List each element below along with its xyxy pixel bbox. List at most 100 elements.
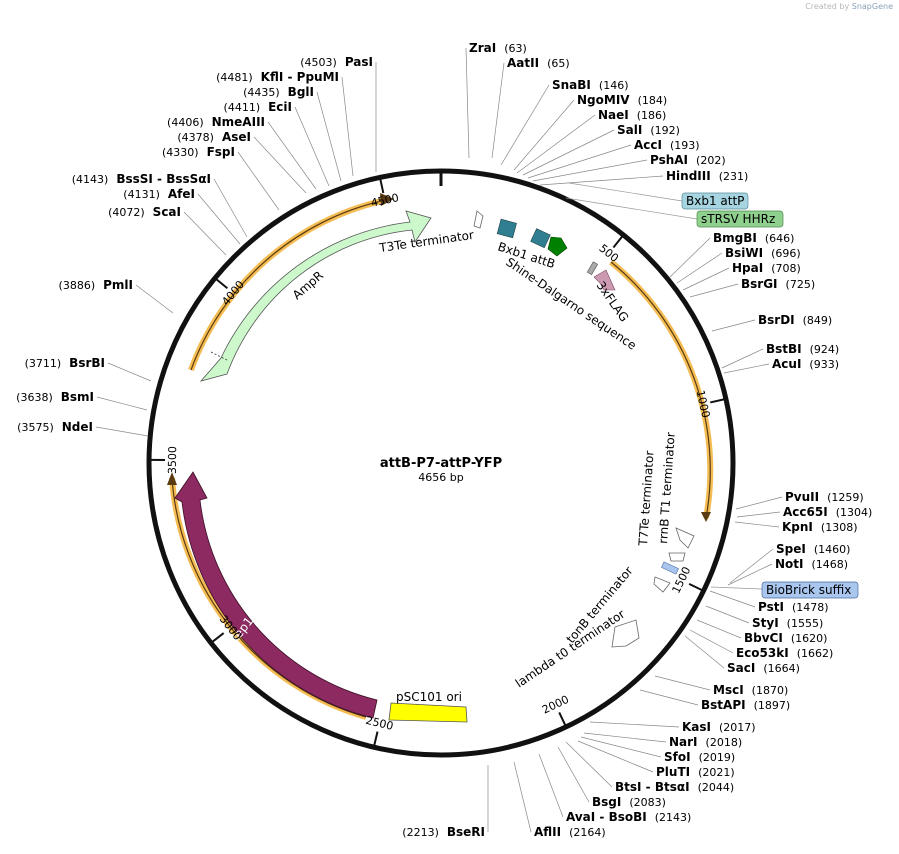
site-name-saci: SacI [727,661,755,675]
site-pshai: PshAI(202) [650,153,726,167]
site-name-bsmi: BsmI [61,390,94,404]
site-leader-snabi [500,84,550,166]
site-name-msci: MscI [713,683,744,697]
site-leader-ecii [294,106,330,187]
site-pos-bgli: (4435) [243,86,280,99]
site-spei: SpeI (1460) [776,542,850,556]
credit-prefix: Created by [805,2,850,11]
strsv-hhrz-text: sTRSV HHRz [701,212,775,226]
snapgene-credit: Created by SnapGene [805,2,893,11]
site-pos-sali: (192) [650,124,680,137]
tick-1000 [710,398,725,404]
site-name-pasi: PasI [345,55,373,69]
site-leader-bmgbi [669,237,711,278]
tick-1500 [688,583,703,591]
site-name-acci: AccI [634,138,662,152]
site-pos-bbvci: (1620) [791,632,828,645]
site-name-bsiwi: BsiWI [725,246,763,260]
site-pos-nari: (2018) [706,736,743,749]
highlight-arrowhead-right [701,512,711,522]
site-pos-bsrbi: (3711) [25,357,62,370]
tick-label-4500: 4500 [370,191,400,210]
site-name-pmli: PmlI [103,278,133,292]
site-name-bseri: BseRI [447,825,485,839]
site-pos-bsssi-bsss-i: (4143) [72,173,109,186]
site-name-bgli: BglI [288,85,314,99]
site-afei: AfeI(4131) [123,187,195,201]
t7te-label: T7Te terminator [636,450,657,547]
site-pos-spei: (1460) [814,543,851,556]
site-name-snabi: SnaBI [552,78,591,92]
highlight-arc-right-core [610,261,711,519]
site-bsrgi: BsrGI(725) [741,277,815,291]
site-leader-saci [684,635,725,669]
rrnb-t1-terminator-glyph [668,552,686,562]
tick-label-2500: 2500 [364,714,394,733]
site-name-asei: AseI [222,130,251,144]
site-sali: SalI(192) [617,123,680,137]
tick-label-1000: 1000 [694,389,713,419]
site-pos-acc65i: (1304) [836,506,873,519]
lambda-t0-terminator-glyph [611,619,640,648]
site-leader-bsmi [96,396,148,411]
site-name-styi: StyI [752,616,779,630]
tick-3000 [211,632,225,643]
site-noti: NotI(1468) [775,557,848,571]
site-name-ecii: EciI [268,100,292,114]
site-pos-asei: (4378) [177,131,214,144]
site-pos-pluti: (2021) [698,766,735,779]
site-leader-kfli-ppumi [341,76,354,177]
site-acci: AccI(193) [634,138,700,152]
site-ecii: EciI (4411) [224,100,292,114]
site-leader-bsrbi [107,362,152,382]
site-leader-acci [527,144,632,179]
site-msci: MscI(1870) [713,683,788,697]
site-bsrdi: BsrDI(849) [758,313,832,327]
site-pos-scai: (4072) [108,206,145,219]
site-pos-kpni: (1308) [821,521,858,534]
site-leader-ndei [95,426,149,437]
site-pos-aflii: (2164) [569,826,606,839]
biobrick-suffix-text: BioBrick suffix [766,583,851,597]
site-pos-hpai: (708) [771,262,801,275]
site-name-pluti: PluTI [656,765,690,779]
site-pos-pasi: (4503) [300,56,337,69]
site-pos-nmeaiii: (4406) [167,116,204,129]
tick-2500 [373,731,379,746]
site-snabi: SnaBI(146) [552,78,629,92]
site-nmeaiii: NmeAIII(4406) [167,115,265,129]
site-name-btsi-bts-i: BtsI - BtsαI [615,780,690,794]
site-name-ngomiv: NgoMIV [577,93,630,107]
site-leader-pmli [135,284,174,314]
site-pos-saci: (1664) [763,662,800,675]
site-pos-bmgbi: (646) [765,232,795,245]
site-pos-pmli: (3886) [59,279,96,292]
site-name-aatii: AatII [507,56,539,70]
site-leader-hindiii [539,175,664,186]
site-pos-ecii: (4411) [224,101,261,114]
site-name-scai: ScaI [153,205,181,219]
ampr-arrow [199,210,432,382]
shine-dalgarno-arrow [547,236,568,257]
site-zrai: ZraI(63) [469,41,527,55]
site-name-aflii: AflII [534,825,561,839]
site-name-pvuii: PvuII [785,490,819,504]
t3te-terminator-glyph [473,210,484,229]
site-name-pshai: PshAI [650,153,688,167]
site-bsssi-bsss-i: BssSI - BssSαI(4143) [72,172,211,186]
site-name-spei: SpeI [776,542,806,556]
sd-tick [586,261,599,276]
lambda-t0-label: lambda t0 terminator [513,607,628,691]
tick-label-3500: 3500 [166,446,179,474]
site-leader-eco53ki [689,629,734,654]
site-leader-sali [522,129,615,176]
site-leader-afei [197,193,241,245]
site-leader-bbvci [696,619,742,639]
site-name-psti: PstI [758,600,784,614]
site-bsmi: BsmI(3638) [16,390,94,404]
tick-500 [612,235,623,249]
site-styi: StyI(1555) [752,616,823,630]
site-hpai: HpaI(708) [732,261,801,275]
site-leader-nari [583,732,667,743]
